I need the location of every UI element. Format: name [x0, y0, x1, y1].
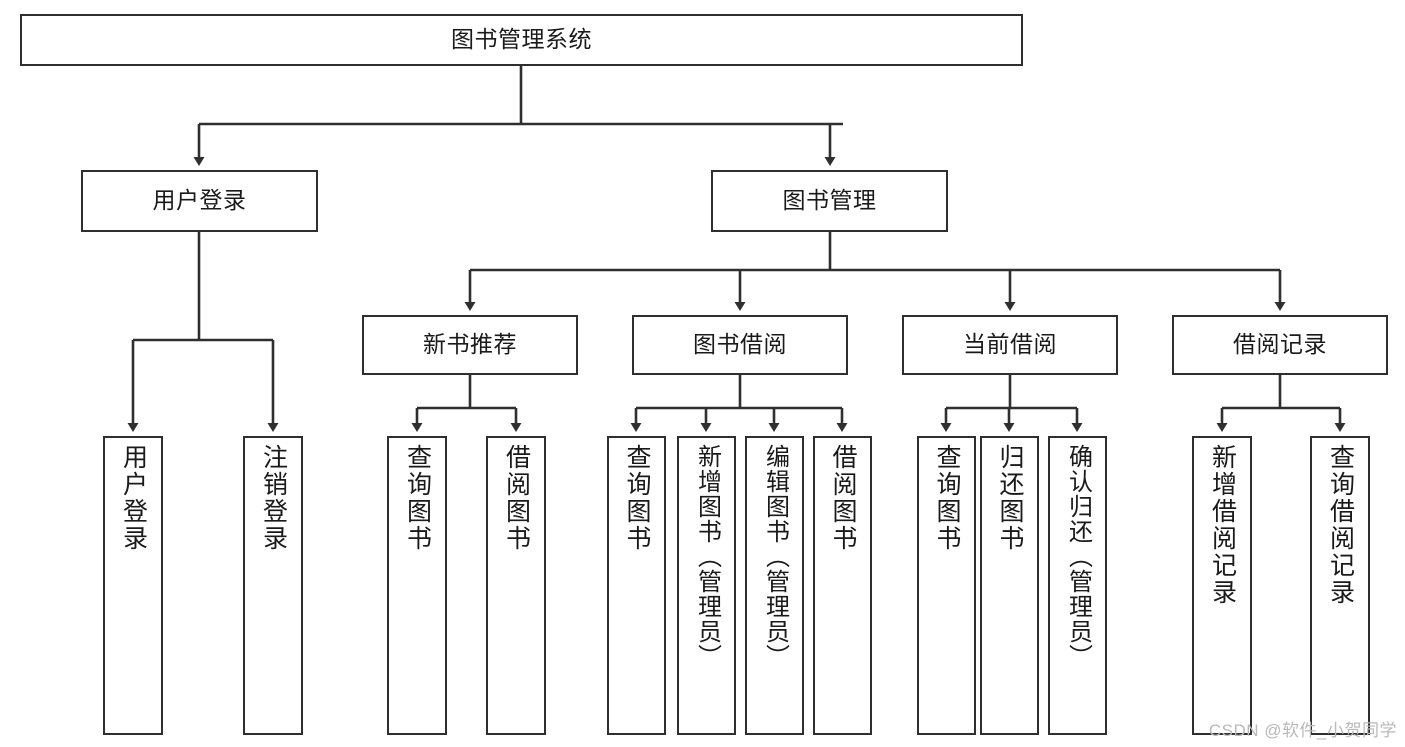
node-leaf-logout-label: 注销登录 [259, 444, 288, 552]
node-leaf-add-record-label: 新增借阅记录 [1208, 444, 1237, 606]
node-leaf-query-book-2-label: 查询图书 [623, 444, 651, 552]
node-leaf-query-record[interactable]: 查询借阅记录 [1310, 436, 1370, 735]
node-user-login[interactable]: 用户登录 [81, 170, 318, 232]
node-borrow-record[interactable]: 借阅记录 [1172, 315, 1388, 375]
node-leaf-edit-book-label: 编辑图书（管理员） [761, 444, 789, 669]
node-leaf-confirm-return[interactable]: 确认归还（管理员） [1048, 436, 1107, 735]
node-leaf-query-book-2[interactable]: 查询图书 [607, 436, 666, 735]
node-leaf-borrow-book-1[interactable]: 借阅图书 [486, 436, 546, 735]
node-user-login-label: 用户登录 [152, 187, 247, 214]
node-leaf-query-book-1[interactable]: 查询图书 [387, 436, 447, 735]
csdn-watermark: CSDN @软件_小贺同学 [1208, 721, 1397, 740]
node-book-manage-label: 图书管理 [782, 187, 877, 214]
node-leaf-add-book-label: 新增图书（管理员） [693, 444, 721, 669]
node-book-manage[interactable]: 图书管理 [711, 170, 948, 232]
node-leaf-return-book-label: 归还图书 [996, 444, 1024, 552]
node-borrow-record-label: 借阅记录 [1233, 331, 1327, 358]
node-current-borrow[interactable]: 当前借阅 [902, 315, 1118, 375]
node-leaf-user-login[interactable]: 用户登录 [103, 436, 163, 735]
node-leaf-query-book-3-label: 查询图书 [933, 444, 961, 552]
node-leaf-edit-book[interactable]: 编辑图书（管理员） [745, 436, 804, 735]
node-leaf-add-record[interactable]: 新增借阅记录 [1192, 436, 1252, 735]
node-leaf-user-login-label: 用户登录 [119, 444, 148, 552]
node-new-book-rec[interactable]: 新书推荐 [362, 315, 578, 375]
node-leaf-borrow-book-1-label: 借阅图书 [502, 444, 531, 552]
node-leaf-query-record-label: 查询借阅记录 [1326, 444, 1355, 606]
node-book-borrow[interactable]: 图书借阅 [632, 315, 848, 375]
node-new-book-rec-label: 新书推荐 [423, 331, 517, 358]
node-leaf-add-book[interactable]: 新增图书（管理员） [677, 436, 736, 735]
node-book-borrow-label: 图书借阅 [693, 331, 787, 358]
node-leaf-confirm-return-label: 确认归还（管理员） [1064, 444, 1092, 669]
node-leaf-query-book-3[interactable]: 查询图书 [917, 436, 976, 735]
node-leaf-logout[interactable]: 注销登录 [243, 436, 303, 735]
node-leaf-query-book-1-label: 查询图书 [403, 444, 432, 552]
node-leaf-borrow-book-2[interactable]: 借阅图书 [813, 436, 872, 735]
node-current-borrow-label: 当前借阅 [963, 331, 1057, 358]
node-root[interactable]: 图书管理系统 [20, 14, 1023, 66]
node-leaf-borrow-book-2-label: 借阅图书 [829, 444, 857, 552]
node-leaf-return-book[interactable]: 归还图书 [980, 436, 1039, 735]
node-root-label: 图书管理系统 [451, 26, 592, 53]
